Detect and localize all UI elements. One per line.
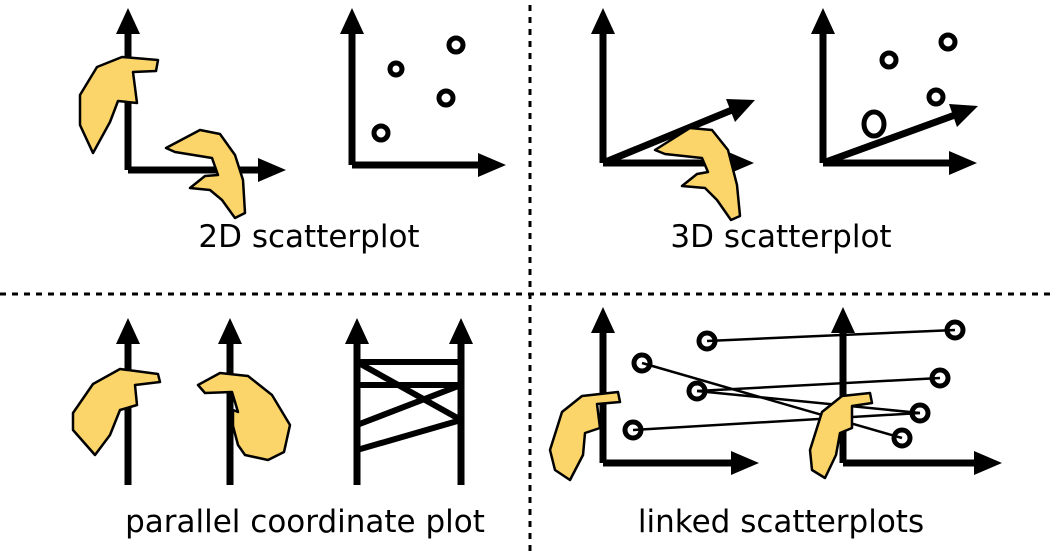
link-line	[696, 389, 921, 415]
data-point	[446, 35, 466, 55]
data-point	[622, 419, 644, 441]
data-point	[909, 402, 931, 424]
data-point	[891, 427, 913, 449]
data-point	[631, 352, 653, 374]
link-line	[632, 411, 921, 432]
data-point	[387, 60, 405, 78]
hand-icon	[653, 126, 742, 222]
right-axes	[340, 8, 506, 177]
data-point	[696, 330, 718, 352]
data-point	[436, 88, 456, 108]
data-point	[929, 367, 951, 389]
data-point	[371, 123, 391, 143]
hand-icon	[548, 390, 622, 482]
panel-linked-scatterplots: linked scatterplots	[548, 307, 1002, 540]
pcp-line	[355, 359, 463, 423]
hand-icon	[71, 367, 162, 457]
data-point	[944, 319, 966, 341]
data-point	[686, 380, 708, 402]
link-line	[706, 328, 956, 343]
link-line	[696, 376, 941, 393]
link-line	[641, 361, 903, 440]
right-axes	[811, 8, 978, 175]
panel-2d-scatterplot: 2D scatterplot	[78, 8, 506, 255]
panel-parallel-coordinate-plot: parallel coordinate plot	[71, 318, 485, 540]
caption-2d-scatterplot: 2D scatterplot	[198, 219, 419, 255]
data-point	[926, 87, 946, 107]
caption-3d-scatterplot: 3D scatterplot	[670, 219, 891, 255]
caption-linked-scatterplots: linked scatterplots	[638, 504, 924, 540]
hand-icon	[164, 128, 247, 220]
data-point	[861, 109, 887, 139]
panel-3d-scatterplot: 3D scatterplot	[591, 8, 978, 255]
hand-icon	[78, 55, 160, 155]
hand-icon	[808, 391, 874, 480]
pcp-line	[356, 417, 462, 453]
data-point	[879, 50, 899, 70]
hand-icon	[196, 371, 292, 462]
data-point	[938, 32, 958, 52]
caption-parallel-coordinate-plot: parallel coordinate plot	[125, 504, 485, 540]
pcp-line	[355, 382, 463, 428]
